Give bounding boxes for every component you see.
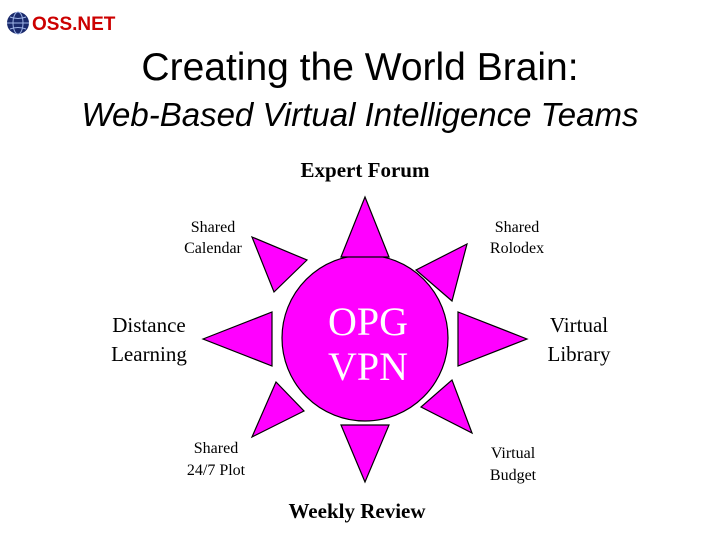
arrow-north bbox=[340, 195, 390, 258]
label-virtual-library-line2: Library bbox=[548, 342, 611, 366]
arrow-southwest bbox=[250, 380, 305, 439]
label-distance-learning-line1: Distance bbox=[112, 313, 185, 337]
arrow-northwest bbox=[250, 235, 309, 294]
label-shared-plot-line2: 24/7 Plot bbox=[187, 462, 246, 479]
label-shared-plot-line1: Shared bbox=[194, 440, 238, 457]
label-shared-rolodex-line1: Shared bbox=[495, 219, 539, 236]
label-virtual-library-line1: Virtual bbox=[550, 313, 608, 337]
arrow-east bbox=[457, 311, 529, 367]
center-label-line2: VPN bbox=[328, 344, 408, 389]
label-weekly-review: Weekly Review bbox=[288, 499, 426, 523]
label-distance-learning-line2: Learning bbox=[111, 342, 187, 366]
slide-subtitle: Web-Based Virtual Intelligence Teams bbox=[81, 96, 639, 133]
center-label-line1: OPG bbox=[328, 299, 408, 344]
logo-text: OSS.NET bbox=[32, 14, 116, 35]
globe-icon bbox=[7, 11, 29, 35]
logo-graphic: OSS.NET bbox=[7, 11, 116, 35]
label-shared-calendar-line2: Calendar bbox=[184, 240, 242, 257]
slide-title: Creating the World Brain: bbox=[141, 46, 579, 89]
arrow-south bbox=[340, 424, 390, 484]
label-virtual-budget-line1: Virtual bbox=[491, 445, 536, 462]
arrow-northeast bbox=[414, 242, 468, 303]
label-expert-forum: Expert Forum bbox=[301, 158, 430, 182]
label-virtual-budget-line2: Budget bbox=[490, 467, 537, 484]
label-shared-calendar-line1: Shared bbox=[191, 219, 235, 236]
oss-net-logo: OSS.NET bbox=[4, 6, 124, 42]
label-shared-rolodex-line2: Rolodex bbox=[490, 240, 544, 257]
arrow-southeast bbox=[419, 378, 474, 435]
arrow-west bbox=[201, 311, 273, 367]
